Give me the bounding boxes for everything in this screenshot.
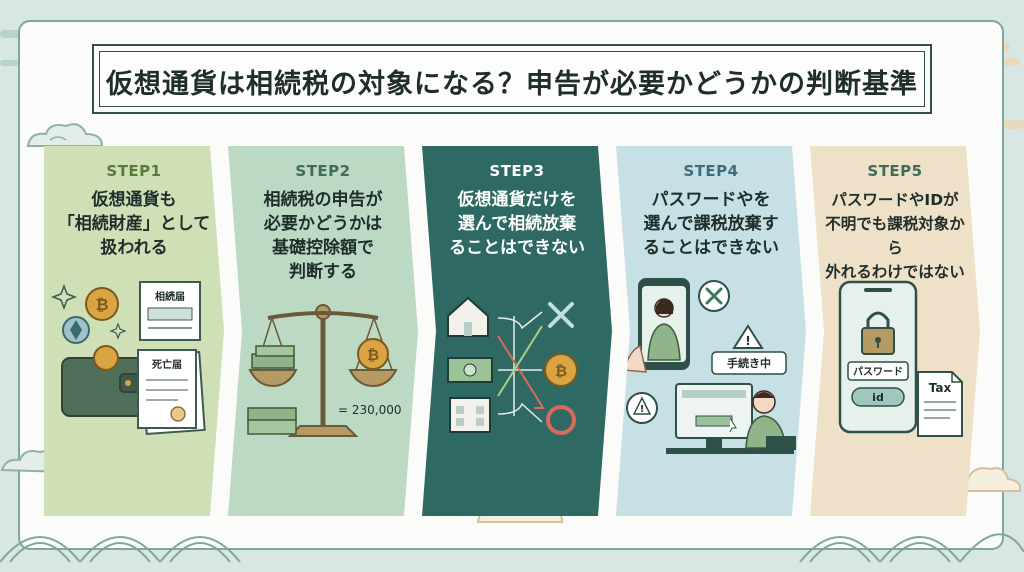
wallet-coins-illustration: ₿ 相続届 死亡届 [44,146,224,516]
step-label: STEP3 [489,162,545,180]
step-label: STEP4 [683,162,739,180]
warning-icon [734,326,762,348]
step-label: STEP1 [106,162,162,180]
id-field [852,388,904,406]
svg-text:Tax: Tax [929,381,952,395]
svg-text:!: ! [640,404,645,415]
page-title: 仮想通貨は相続税の対象になる？申告が必要かどうかの判断基準 [106,69,918,100]
step-3-panel: STEP3 仮想通貨だけを 選んで相続放棄 ることはできない ₿ [422,146,612,516]
svg-text:₿: ₿ [367,346,379,364]
circle-mark-icon [548,407,574,433]
cloud-icon [26,123,104,147]
svg-text:₿: ₿ [95,295,108,314]
sparkle-icon [111,324,125,338]
step-label: STEP2 [295,162,351,180]
lock-icon [868,313,888,330]
building-icon [450,398,490,432]
step-text: 仮想通貨も 「相続財産」として 扱われる [57,190,211,258]
title-banner: 仮想通貨は相続税の対象になる？申告が必要かどうかの判断基準 [92,44,932,114]
bitcoin-icon [358,339,388,369]
sparkle-icon [53,286,75,308]
step-text: パスワードやを 選んで課税放棄す ることはできない [643,190,779,258]
svg-text:パスワード: パスワード [853,366,903,378]
smartphone-icon [840,282,916,432]
house-icon [448,298,488,336]
choice-illustration: ₿ [422,146,612,516]
wave-decoration [0,533,1024,572]
cross-icon [550,304,572,326]
svg-text:相続届: 相続届 [155,290,185,303]
step-text: 仮想通貨だけを 選んで相続放棄 ることはできない [449,190,585,258]
svg-text:手続き中: 手続き中 [727,356,771,370]
scale-illustration: ₿ = 230,000 [228,146,418,516]
step-text: パスワードやIDが 不明でも課税対象から 外れるわけではない [825,191,965,281]
bitcoin-icon [86,288,118,320]
status-bubble [712,352,786,374]
svg-text:!: ! [745,334,750,348]
phone-computer-illustration: ! 手続き中 ! [616,146,806,516]
step-1-panel: STEP1 仮想通貨も 「相続財産」として 扱われる ₿ 相続届 死亡届 [44,146,224,516]
password-field [848,362,908,380]
bitcoin-icon [545,354,577,386]
step-4-panel: STEP4 パスワードやを 選んで課税放棄す ることはできない ! 手続き中 ! [616,146,806,516]
tax-document-icon [918,372,962,436]
svg-text:= 230,000: = 230,000 [338,403,402,417]
step-5-panel: STEP5 パスワードやIDが 不明でも課税対象から 外れるわけではない パスワ… [810,146,980,516]
svg-text:₿: ₿ [555,362,567,380]
cursor-icon [730,418,736,432]
step-label: STEP5 [867,162,923,180]
svg-text:死亡届: 死亡届 [152,358,182,371]
step-text: 相続税の申告が 必要かどうかは 基礎控除額で 判断する [263,190,383,282]
phone-lock-illustration: パスワード id Tax [810,146,980,516]
step-2-panel: STEP2 相続税の申告が 必要かどうかは 基礎控除額で 判断する ₿ = 23… [228,146,418,516]
svg-text:id: id [872,391,884,404]
